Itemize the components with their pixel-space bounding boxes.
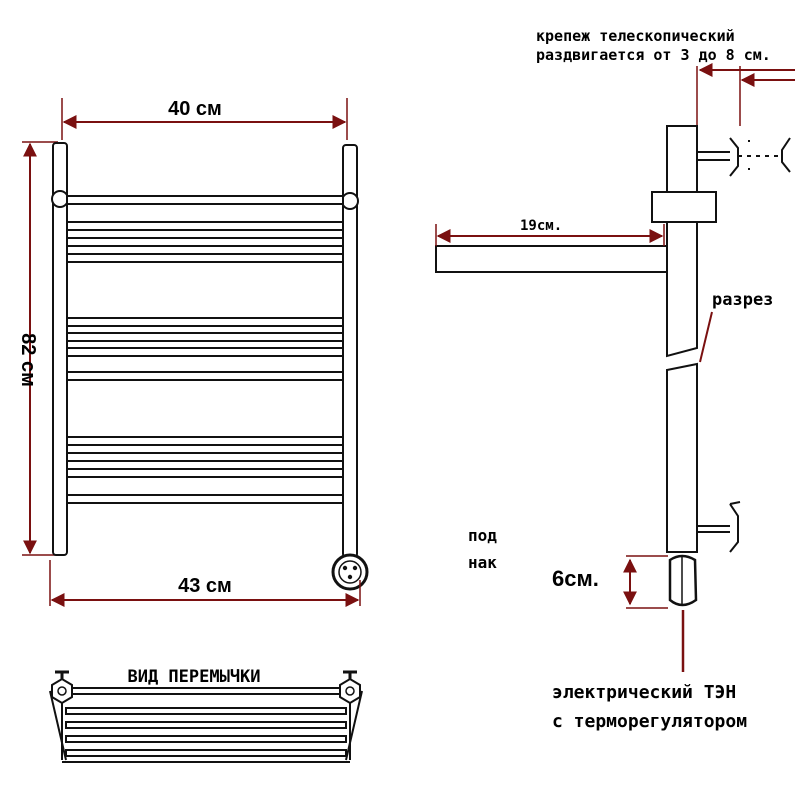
section-leader xyxy=(699,311,713,363)
lower-wall-bracket xyxy=(697,501,741,553)
width-bottom-label: 43 см xyxy=(178,575,232,597)
mount-label-line2: раздвигается от 3 до 8 см. xyxy=(536,46,771,64)
depth-dimension: 19см. xyxy=(435,218,665,246)
under-label-line1: под xyxy=(468,526,497,545)
heater-body xyxy=(668,554,698,607)
rungs-bottom xyxy=(66,436,344,504)
left-joint xyxy=(51,190,69,208)
heater-height-label: 6см. xyxy=(552,566,599,591)
rungs-middle xyxy=(66,317,344,381)
front-view: 40 см 82 см xyxy=(17,98,369,607)
height-dimension: 82 см xyxy=(17,141,58,556)
plug-icon xyxy=(331,553,369,591)
jumper-rails xyxy=(62,687,350,763)
height-label: 82 см xyxy=(17,333,39,387)
depth-label: 19см. xyxy=(520,218,562,234)
heater-label-line1: электрический ТЭН xyxy=(552,682,736,703)
section-label: разрез xyxy=(712,290,773,310)
heater-dimension: 6см. xyxy=(552,555,668,609)
side-arm xyxy=(435,245,668,273)
jumper-view-title: ВИД ПЕРЕМЫЧКИ xyxy=(127,667,260,687)
mount-dimension xyxy=(696,63,795,126)
upper-wall-bracket xyxy=(651,137,791,223)
width-top-label: 40 см xyxy=(168,98,222,120)
right-joint xyxy=(341,192,359,210)
side-pipe-lower xyxy=(666,362,698,553)
side-view: крепеж телескопический раздвигается от 3… xyxy=(435,27,795,732)
jumper-view: ВИД ПЕРЕМЫЧКИ xyxy=(49,667,363,763)
heater-label-line2: с терморегулятором xyxy=(552,711,747,732)
side-pipe-upper xyxy=(666,125,698,358)
mount-label-line1: крепеж телескопический xyxy=(536,27,735,45)
width-bottom-dimension: 43 см xyxy=(49,560,361,607)
width-top-dimension: 40 см xyxy=(61,98,348,140)
under-label-line2: нак xyxy=(468,553,497,572)
rungs-top xyxy=(66,195,344,263)
